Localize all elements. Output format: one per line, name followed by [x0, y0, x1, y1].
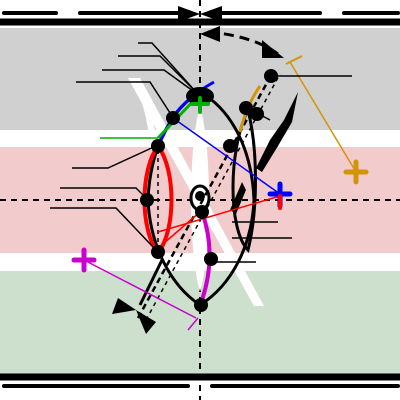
bowtie-icon-top: [178, 6, 222, 22]
leader-lines: [50, 42, 352, 263]
black-blade-lower: [230, 182, 246, 214]
red-line-a: [157, 195, 281, 233]
node-top-left: [166, 111, 180, 125]
node-right-b: [239, 101, 253, 115]
node-bottom: [194, 298, 208, 312]
node-top-right: [264, 69, 278, 83]
gold-tick: [285, 55, 303, 65]
blue-line-diagonal: [172, 117, 281, 195]
arrow-head-icon: [262, 40, 284, 58]
magenta-cross-marker: [71, 247, 97, 273]
arrow-head-left-icon: [200, 26, 220, 42]
gold-line: [289, 61, 357, 173]
red-line-b: [155, 211, 201, 251]
black-lens-right: [231, 105, 257, 253]
white-left-highlight: [130, 76, 158, 150]
magenta-line-end: [187, 317, 199, 331]
node-center-a: [195, 191, 205, 201]
node-bottom-right: [204, 252, 218, 266]
node-red-top: [151, 139, 165, 153]
node-center-b: [195, 205, 209, 219]
green-cross-marker: [190, 96, 210, 114]
node-red-bottom: [151, 245, 165, 259]
black-blade: [256, 92, 298, 172]
magenta-line: [83, 259, 197, 319]
gold-cross-marker: [343, 159, 369, 185]
node-red-middle: [140, 193, 154, 207]
node-right-c: [250, 107, 264, 121]
bowtie-icon-bottom-left: [112, 298, 156, 334]
node-right-a: [223, 139, 237, 153]
spear-solid-line: [138, 259, 164, 306]
